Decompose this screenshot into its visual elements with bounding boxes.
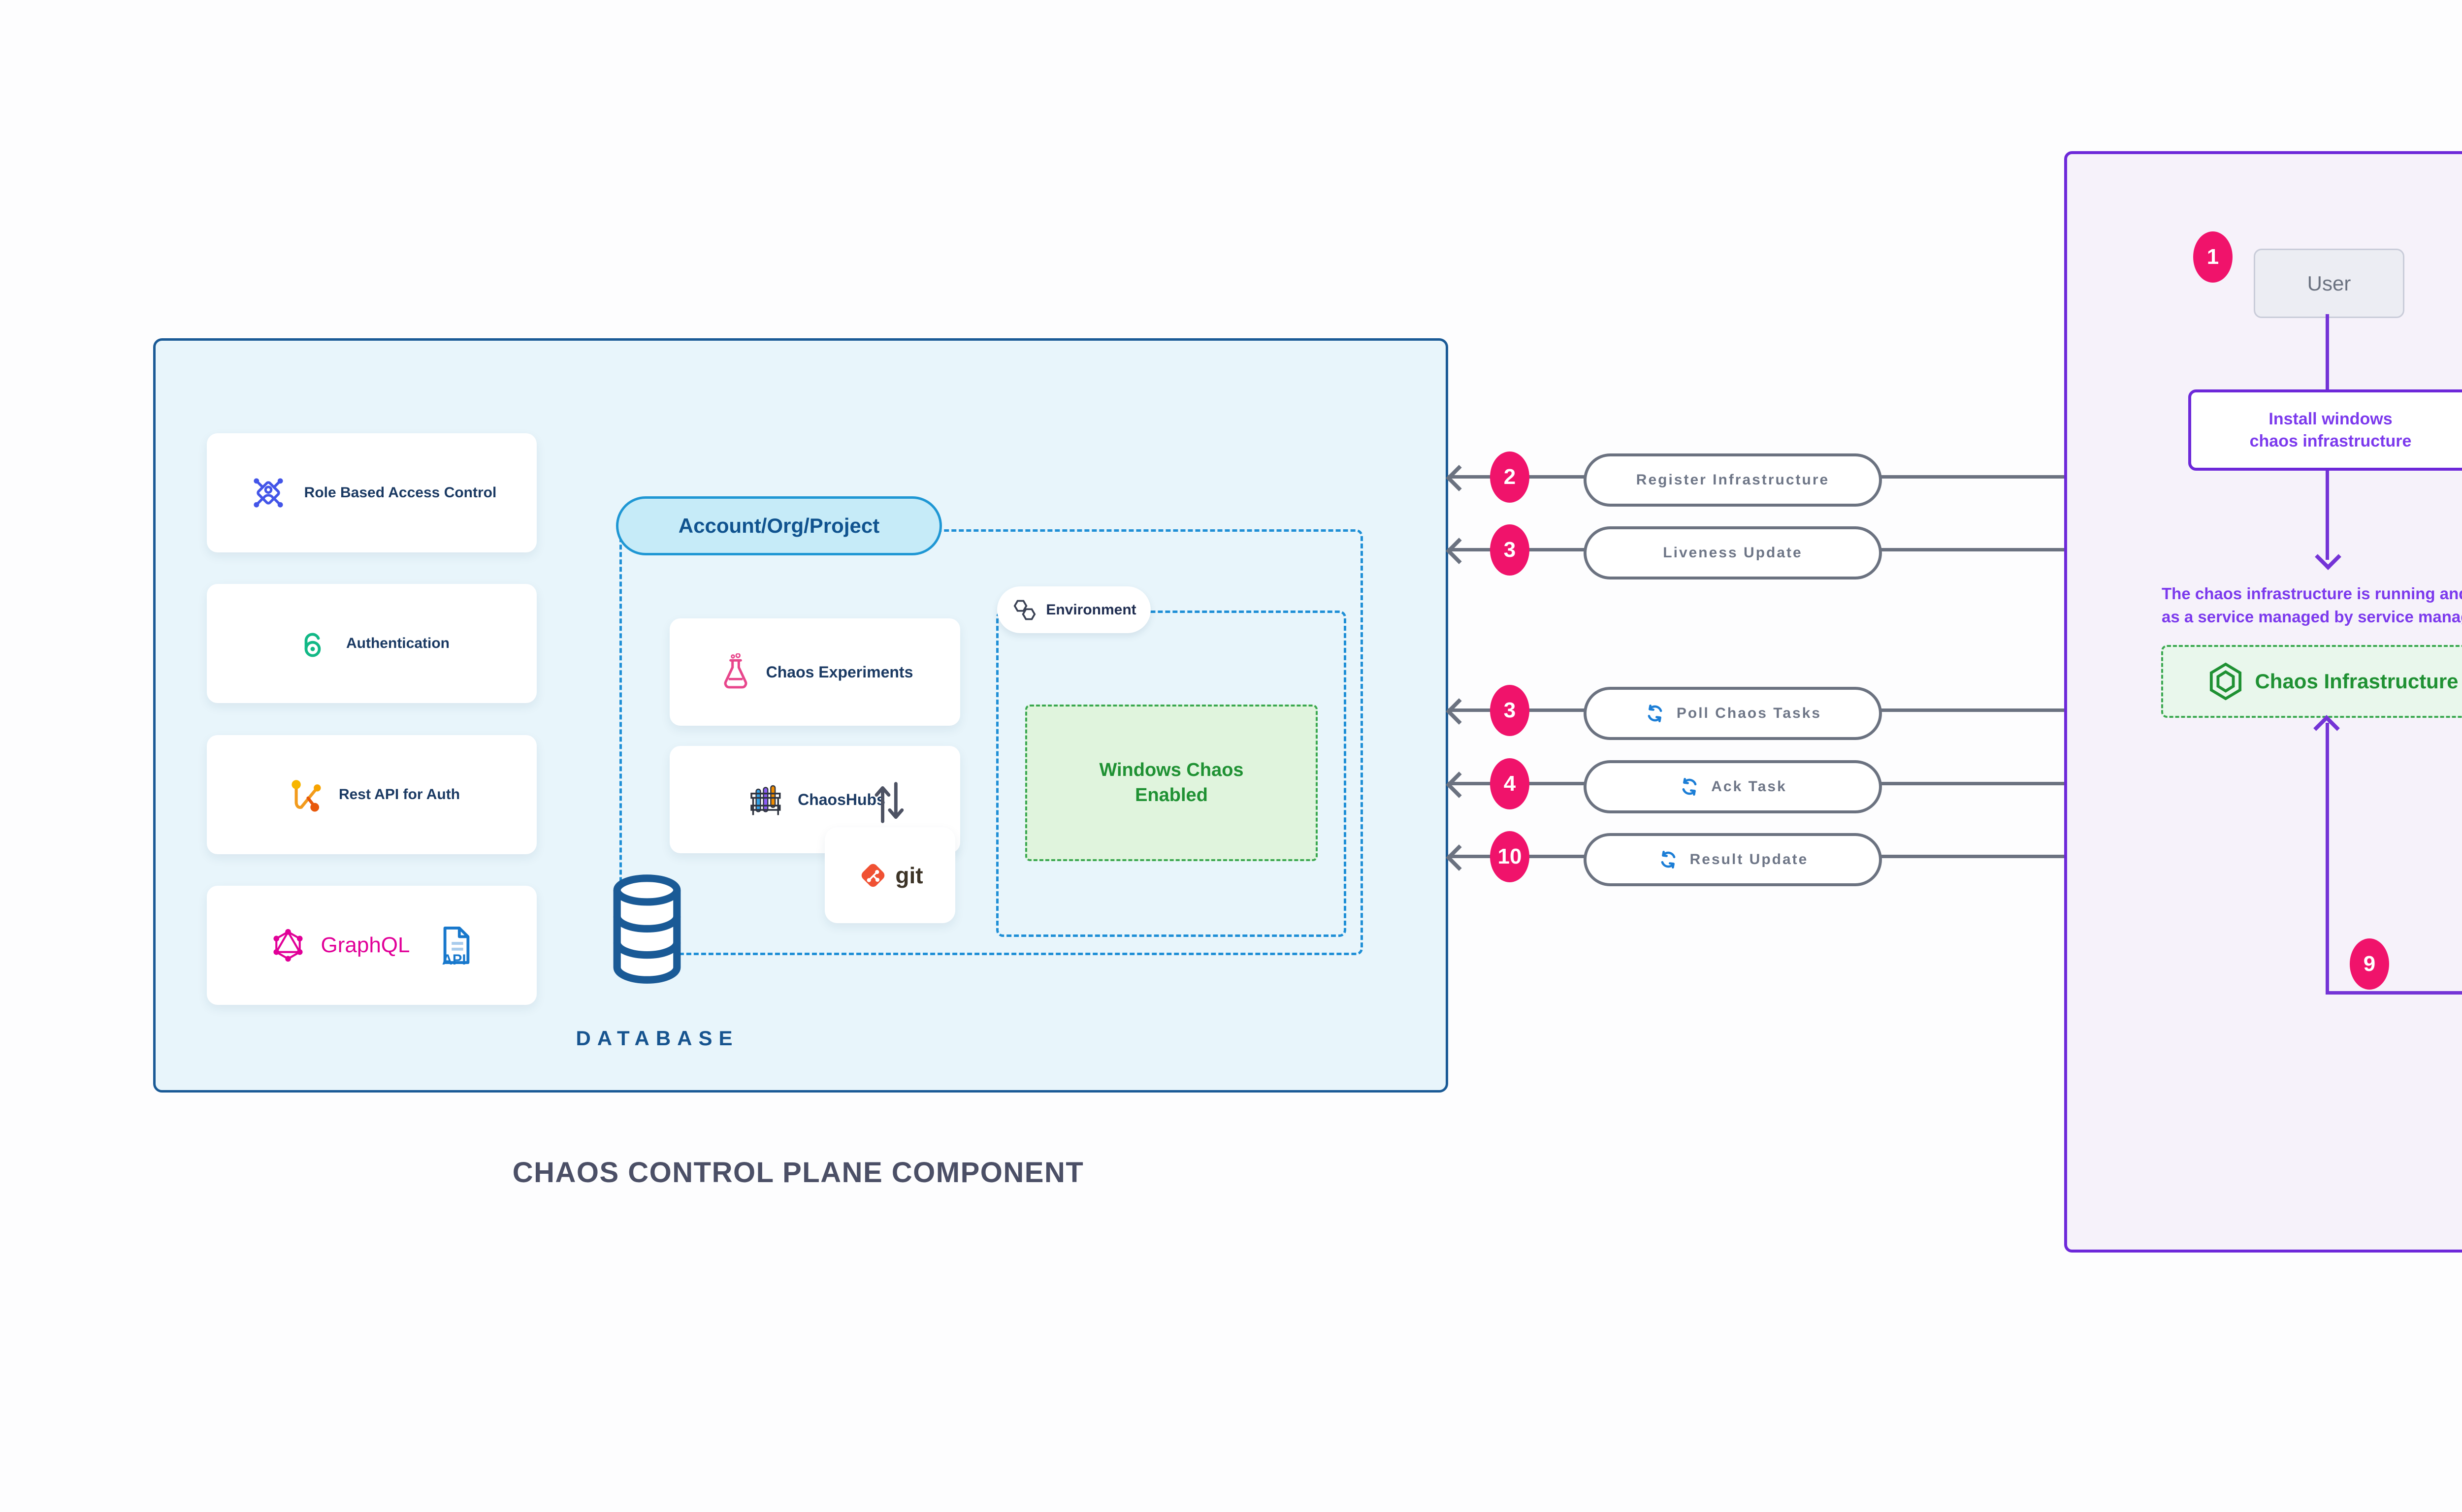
install-line: Install windows [2268,410,2393,429]
git-card: git [825,827,955,923]
arrowhead-left-icon [1446,538,1472,564]
svg-text:API: API [442,952,466,966]
rest-api-icon [292,780,321,812]
sync-icon [1682,777,1697,796]
database-icon [613,874,681,984]
card-label: Chaos Experiments [766,663,913,681]
flow-label: Ack Task [1711,778,1787,795]
arrowhead-left-icon [1446,465,1472,491]
rbac-icon [254,478,283,508]
flow-badge: 3 [1490,685,1529,736]
sync-icon [1648,704,1662,723]
running-note: The chaos infrastructure is running and … [2162,584,2462,626]
windows-chaos-line: Windows Chaos [1099,759,1244,780]
git-label: git [895,862,923,888]
card-label: ChaosHubs [798,790,885,808]
flow-label: Register Infrastructure [1636,472,1830,488]
flow-badge: 2 [1490,451,1529,503]
sync-icon [1661,850,1676,869]
feature-card-authentication: Authentication [207,584,537,703]
git-icon [862,864,885,887]
feature-card-rbac: Role Based Access Control [207,433,537,552]
feature-label: Rest API for Auth [338,786,460,803]
account-scope-box [619,529,1363,955]
environment-pill: Environment [997,586,1151,633]
install-line: chaos infrastructure [2249,431,2412,450]
flow-label: Liveness Update [1663,545,1803,561]
environment-label: Environment [1046,601,1136,618]
flow-pill: Register Infrastructure [1584,453,1882,507]
feature-card-graphql: GraphQL API [207,886,537,1005]
feature-label: GraphQL [321,933,410,957]
chaos-infrastructure-hexagon-icon [2210,662,2242,701]
windows-chaos-enabled-box: Windows Chaos Enabled [1025,705,1318,861]
connector-line [2326,464,2329,560]
sync-updown-arrows-icon [875,782,904,823]
graphql-icon [273,929,303,962]
flask-icon [724,653,747,689]
flow-pill: Ack Task [1584,760,1882,813]
environment-box [996,611,1346,937]
user-box: User [2254,249,2404,318]
account-scope-pill: Account/Org/Project [616,496,942,555]
feature-card-rest-api: Rest API for Auth [207,735,537,854]
connector-line [2326,314,2329,390]
account-scope-label: Account/Org/Project [678,514,880,537]
chaos-infrastructure-label: Chaos Infrastructure [2255,670,2459,693]
connector-line [2328,991,2462,995]
install-infra-box: Install windows chaos infrastructure [2188,389,2462,471]
chaos-experiments-card: Chaos Experiments [670,618,960,726]
connector-line [2326,723,2329,995]
database-label: DATABASE [576,1027,739,1050]
flow-pill: Result Update [1584,833,1882,886]
api-doc-icon: API [442,926,470,966]
flow-badge: 3 [1490,524,1529,576]
chaoshubs-icon [750,785,781,815]
flow-label: Result Update [1689,851,1809,868]
flow-badge: 4 [1490,758,1529,809]
flow-pill: Poll Chaos Tasks [1584,687,1882,740]
step-badge: 1 [2193,231,2233,283]
arrowhead-left-icon [1446,844,1472,871]
feature-label: Role Based Access Control [304,484,497,501]
execution-plane-title: CHAOS EXECUTION PLANE COMPONENT [2064,1323,2462,1356]
step-badge: 9 [2350,938,2389,990]
arrowhead-left-icon [1446,698,1472,725]
feature-label: Authentication [346,635,450,651]
flow-label: Poll Chaos Tasks [1676,705,1822,721]
flow-badge: 10 [1490,831,1529,882]
chaos-infrastructure-box: Chaos Infrastructure [2161,645,2462,718]
flow-pill: Liveness Update [1584,526,1882,579]
auth-icon [304,633,321,657]
environment-hexagons-icon [1013,600,1036,620]
windows-chaos-line: Enabled [1135,785,1208,805]
control-plane-title: CHAOS CONTROL PLANE COMPONENT [512,1157,1084,1189]
arrowhead-left-icon [1446,772,1472,798]
